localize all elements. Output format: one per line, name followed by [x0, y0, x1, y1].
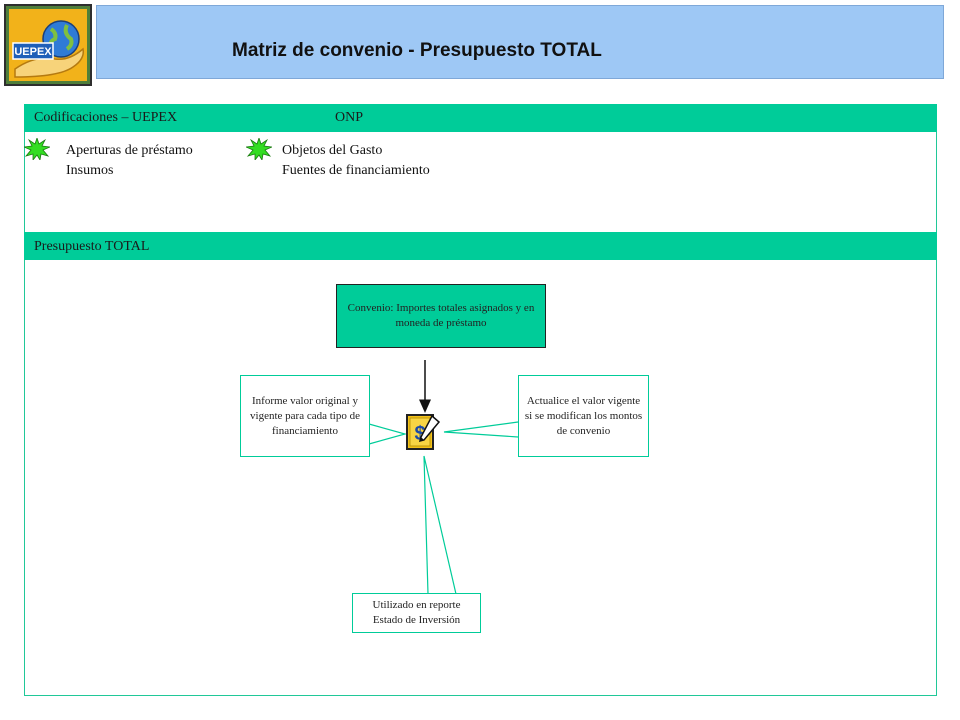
money-document-icon[interactable]: $: [406, 412, 440, 452]
informe-callout: Informe valor original y vigente para ca…: [240, 375, 370, 457]
page-title: Matriz de convenio - Presupuesto TOTAL: [232, 40, 602, 61]
convenio-node: Convenio: Importes totales asignados y e…: [336, 284, 546, 348]
onp-header: ONP: [335, 110, 364, 125]
codificaciones-header-band: [24, 104, 937, 132]
svg-text:$: $: [414, 423, 425, 445]
logo-text: UEPEX: [14, 46, 52, 58]
list-item: Objetos del Gasto: [282, 143, 383, 158]
actualice-callout: Actualice el valor vigente si se modific…: [518, 375, 649, 457]
codificaciones-header: Codificaciones – UEPEX: [34, 110, 178, 125]
presupuesto-header-band: [24, 232, 937, 260]
list-item: Insumos: [66, 163, 114, 178]
presupuesto-header: Presupuesto TOTAL: [34, 239, 150, 254]
star-burst-icon: [24, 138, 50, 160]
left-callout-tail: [368, 423, 408, 445]
globe-hand-icon: UEPEX: [12, 20, 85, 78]
bottom-callout-tail: [423, 455, 457, 595]
star-burst-icon: [246, 138, 272, 160]
title-bar: [96, 5, 944, 79]
logo-background: UEPEX: [9, 9, 87, 81]
list-item: Fuentes de financiamiento: [282, 163, 430, 178]
right-callout-tail: [443, 421, 519, 438]
uepex-logo: UEPEX: [4, 4, 92, 86]
reporte-callout: Utilizado en reporte Estado de Inversión: [352, 593, 481, 633]
list-item: Aperturas de préstamo: [66, 143, 193, 158]
